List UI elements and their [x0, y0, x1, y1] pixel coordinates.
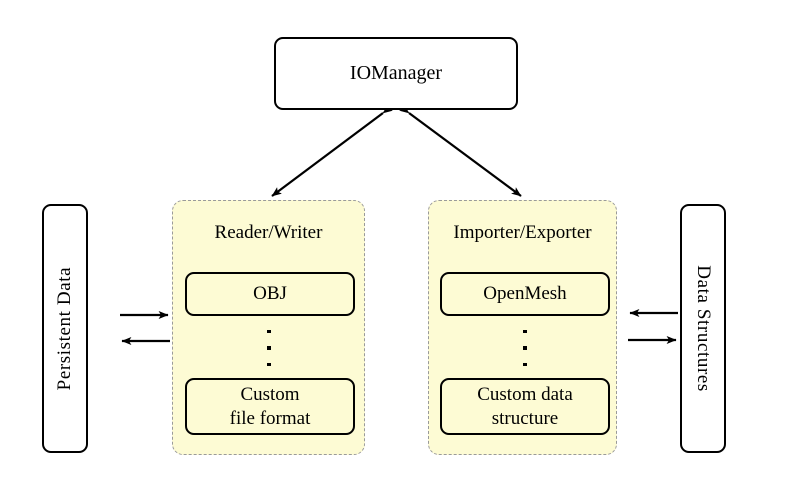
node-iomanager[interactable]: IOManager	[274, 37, 518, 110]
node-data-structures[interactable]: Data Structures	[680, 204, 726, 453]
node-obj[interactable]: OBJ	[185, 272, 355, 316]
arrow-iomanager-readerwriter	[271, 104, 393, 197]
node-openmesh[interactable]: OpenMesh	[440, 272, 610, 316]
node-custom-data-structure[interactable]: Custom data structure	[440, 378, 610, 435]
node-custom-data-structure-label: Custom data structure	[477, 384, 573, 429]
node-openmesh-label: OpenMesh	[483, 283, 567, 305]
ellipsis-reader-writer	[259, 330, 279, 366]
node-iomanager-label: IOManager	[349, 62, 443, 85]
node-persistent-data[interactable]: Persistent Data	[42, 204, 88, 453]
panel-importer-exporter-title: Importer/Exporter	[453, 222, 592, 243]
node-persistent-data-label: Persistent Data	[54, 266, 76, 391]
node-obj-label: OBJ	[253, 283, 287, 305]
node-data-structures-label: Data Structures	[692, 265, 714, 392]
arrow-iomanager-importerexporter	[399, 104, 522, 197]
ellipsis-importer-exporter	[515, 330, 535, 366]
node-custom-file-format[interactable]: Custom file format	[185, 378, 355, 435]
node-custom-file-format-label: Custom file format	[229, 384, 311, 429]
panel-reader-writer-title: Reader/Writer	[214, 222, 323, 243]
